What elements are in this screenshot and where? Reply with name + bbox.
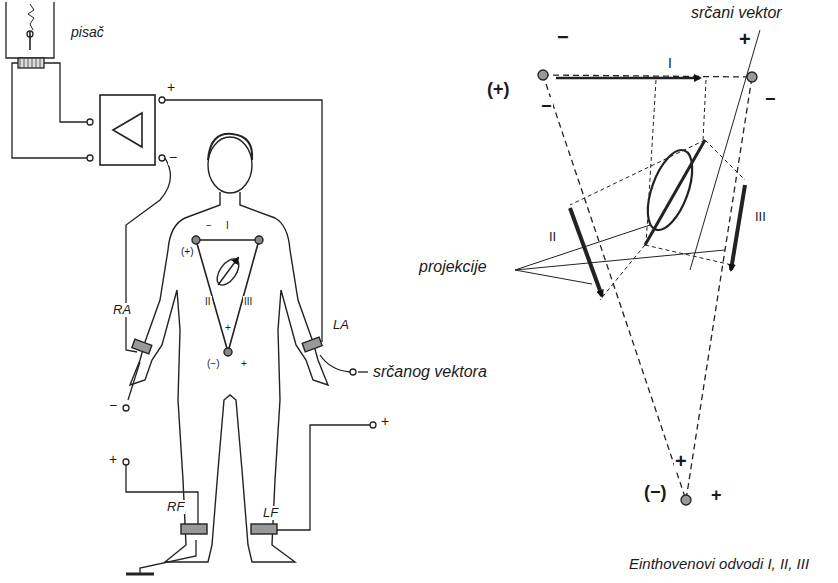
amplifier-wires xyxy=(12,63,376,574)
label-text: III xyxy=(754,210,767,224)
label-text: + xyxy=(380,414,390,429)
label-text: III xyxy=(243,296,253,307)
label-text: + xyxy=(710,486,723,506)
label-text: − xyxy=(108,398,118,413)
label-text: RF xyxy=(166,500,185,514)
label-text: + xyxy=(674,450,688,472)
label-text: LA xyxy=(332,318,350,332)
label-text: (−) xyxy=(643,483,668,503)
einthoven-triangle xyxy=(515,30,760,505)
label-text: (+) xyxy=(180,246,195,257)
label-text: + xyxy=(108,452,118,467)
label-text: − xyxy=(540,97,553,117)
label-text: + xyxy=(738,28,752,50)
label-text: srčanog vektora xyxy=(372,363,488,381)
label-text: + xyxy=(240,358,248,369)
recorder xyxy=(6,2,54,68)
label-text: − xyxy=(205,220,213,231)
label-text: (+) xyxy=(486,80,511,100)
label-text: − xyxy=(168,150,178,165)
caption-text: Einthovenovi odvodi I, II, III xyxy=(628,556,810,573)
label-text: I xyxy=(667,56,673,71)
label-text: − xyxy=(764,90,777,110)
label-text: pisač xyxy=(70,25,105,40)
label-text: II xyxy=(204,296,212,307)
label-text: srčani vektor xyxy=(690,4,783,22)
label-text: − xyxy=(556,26,570,48)
label-text: LF xyxy=(262,506,279,520)
label-text: + xyxy=(224,322,232,333)
label-text: II xyxy=(548,230,557,244)
human-figure xyxy=(130,134,328,562)
label-text: + xyxy=(166,80,176,95)
label-text: I xyxy=(225,220,230,231)
label-text: projekcije xyxy=(418,258,488,276)
label-text: (−) xyxy=(206,358,221,369)
label-text: RA xyxy=(112,303,132,317)
